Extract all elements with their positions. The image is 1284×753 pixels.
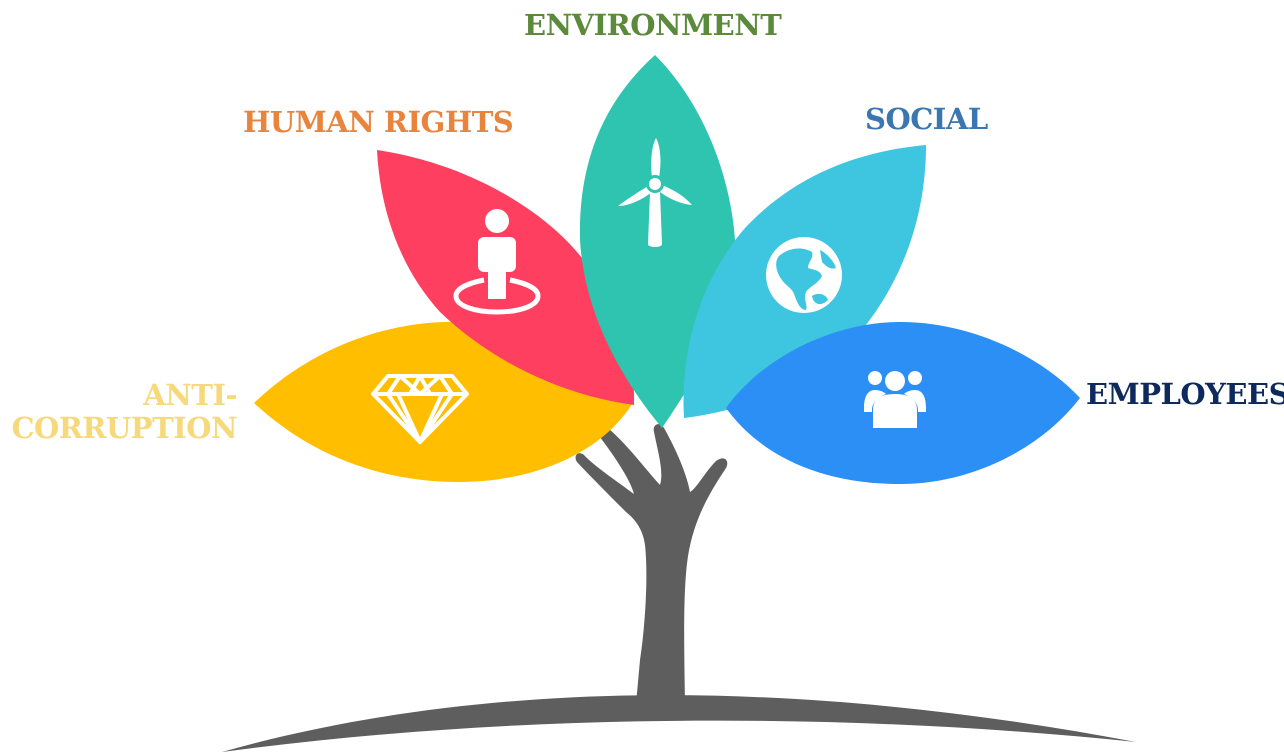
group-icon xyxy=(864,371,926,428)
globe-icon xyxy=(766,237,842,313)
label-employees: EMPLOYEES xyxy=(1086,377,1284,411)
label-social: SOCIAL xyxy=(865,102,988,136)
diamond-icon xyxy=(371,374,469,444)
person-icon xyxy=(453,209,541,315)
label-anti-corruption: ANTI- CORRUPTION xyxy=(11,379,237,445)
hand-trunk xyxy=(575,423,728,704)
label-environment: ENVIRONMENT xyxy=(524,8,782,42)
label-anti-corruption-line2: CORRUPTION xyxy=(11,411,237,445)
wind-turbine-icon xyxy=(618,138,692,247)
label-human-rights: HUMAN RIGHTS xyxy=(243,105,514,139)
label-anti-corruption-line1: ANTI- xyxy=(143,378,237,412)
ground-arc xyxy=(222,695,1136,752)
